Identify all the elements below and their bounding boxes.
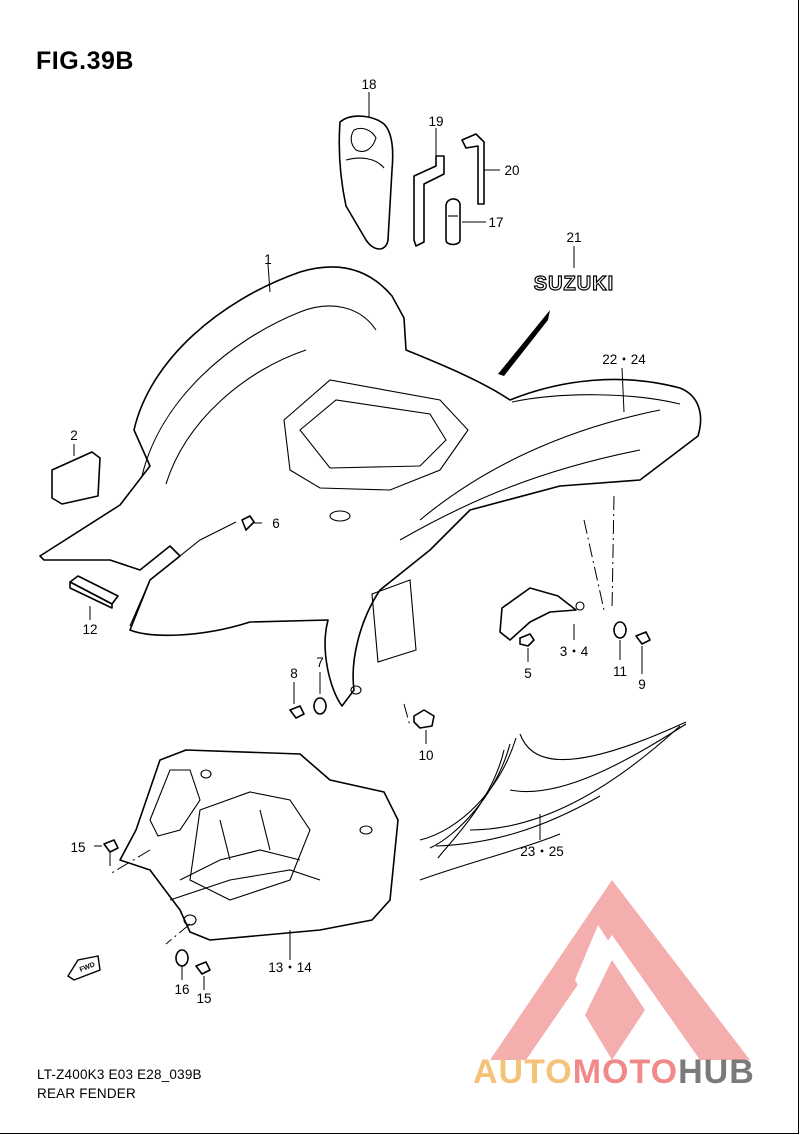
part-19-bracket (413, 128, 445, 247)
part-23-25-stripe-decal (419, 721, 687, 881)
watermark-word-auto: AUTO (473, 1053, 573, 1091)
part-13-14-footrest (109, 749, 399, 960)
callout-6: 6 (272, 516, 280, 531)
callout-22-24: 22・24 (602, 352, 646, 367)
watermark-logo (490, 880, 750, 1060)
callout-16: 16 (174, 982, 189, 997)
callout-19: 19 (428, 114, 443, 129)
watermark-word-moto: MOTO (573, 1053, 678, 1091)
callout-15-upper: 15 (70, 840, 85, 855)
callout-1: 1 (264, 252, 272, 267)
part-6-screw (241, 515, 262, 531)
part-12-foam-strip (69, 575, 119, 620)
diagram-caption: REAR FENDER (37, 1086, 136, 1101)
part-16-washer (175, 949, 189, 980)
fwd-arrow: FWD (67, 955, 101, 981)
callout-13-14: 13・14 (268, 960, 312, 975)
part-1-rear-fender (39, 263, 702, 707)
callout-15-lower: 15 (196, 991, 211, 1006)
part-10-nut (403, 703, 435, 744)
callout-20: 20 (504, 163, 519, 178)
callout-18: 18 (361, 77, 376, 92)
part-7-grommet (313, 672, 327, 715)
callout-2: 2 (70, 428, 78, 443)
callout-7: 7 (316, 655, 324, 670)
part-21-emblem: SUZUKI (533, 246, 614, 296)
part-11-washer (613, 621, 627, 660)
part-15-screw-upper (94, 839, 119, 866)
direction-arrow (498, 310, 550, 376)
callout-23-25: 23・25 (520, 844, 564, 859)
callout-21: 21 (566, 230, 581, 245)
part-2-mud-flap (51, 444, 101, 505)
emblem-text: SUZUKI (534, 273, 614, 295)
part-20-wrench (461, 133, 500, 205)
part-5-bolt (519, 633, 535, 662)
callout-9: 9 (638, 677, 646, 692)
part-3-4-bracket (499, 587, 585, 641)
callout-8: 8 (290, 666, 298, 681)
callout-10: 10 (418, 748, 433, 763)
callout-5: 5 (524, 666, 532, 681)
part-22-24-decal (583, 367, 625, 611)
watermark-text: AUTOMOTOHUB (473, 1053, 755, 1091)
part-18-side-cover (338, 92, 394, 250)
callout-17: 17 (488, 215, 503, 230)
callout-11: 11 (613, 664, 627, 679)
part-17-pin (445, 198, 486, 246)
part-15-screw-lower (195, 961, 211, 990)
callout-12: 12 (82, 622, 97, 637)
callout-3-4: 3・4 (560, 644, 589, 659)
model-code: LT-Z400K3 E03 E28_039B (37, 1067, 202, 1082)
watermark-word-hub: HUB (678, 1053, 755, 1091)
figure-title: FIG.39B (36, 47, 134, 75)
part-8-screw (289, 682, 305, 719)
part-9-bolt (635, 631, 651, 674)
